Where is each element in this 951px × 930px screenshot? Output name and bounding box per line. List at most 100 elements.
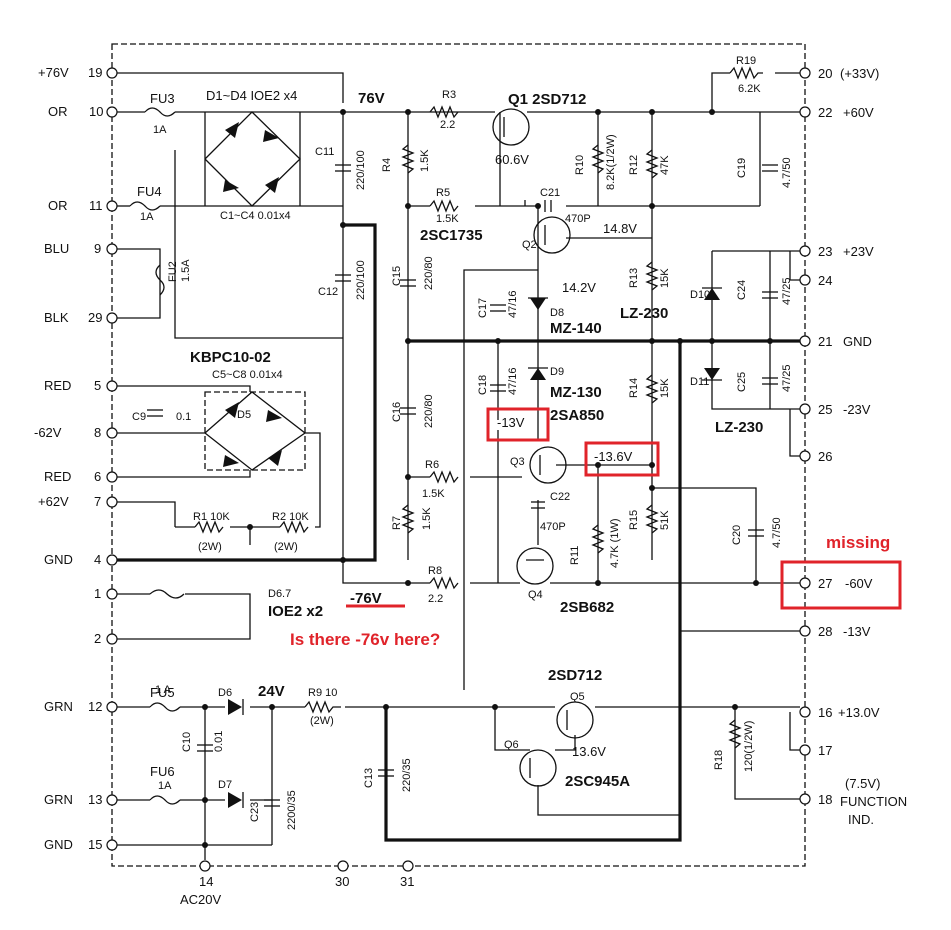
- kbpc-label: KBPC10-02: [190, 349, 271, 366]
- fu3-value: 1A: [153, 124, 167, 136]
- terminal-label-6: RED: [44, 469, 71, 484]
- c24-label: C24: [736, 280, 748, 300]
- resistor-r1: [194, 520, 224, 534]
- terminal-label-16: +13.0V: [838, 705, 880, 720]
- c23-value: 2200/35: [286, 790, 298, 830]
- r14-label: R14: [628, 378, 640, 398]
- terminal-label-21: GND: [843, 334, 872, 349]
- terminal-pin-14: 14: [199, 874, 213, 889]
- r4-value: 1.5K: [419, 149, 431, 172]
- r9-label: R9 10: [308, 687, 337, 699]
- terminal-pin-4: 4: [94, 552, 101, 567]
- resistor-r19: [729, 66, 763, 80]
- r15-label: R15: [628, 510, 640, 530]
- annotations: missing Is there -76v here?: [290, 407, 902, 649]
- c19-label: C19: [736, 158, 748, 178]
- terminal-pin-12: 12: [88, 699, 102, 714]
- q6-label: Q6: [504, 739, 519, 751]
- c15-value: 220/80: [423, 256, 435, 290]
- terminal-pin-29: 29: [88, 310, 102, 325]
- r8-value: 2.2: [428, 593, 443, 605]
- terminal-label-13: GRN: [44, 792, 73, 807]
- resistor-r4: [401, 144, 415, 174]
- component-symbols: [129, 66, 778, 808]
- c18-value: 47/16: [507, 367, 519, 395]
- terminal-label-27: -60V: [845, 576, 873, 591]
- fuse-fu3: [144, 107, 176, 117]
- diode-d1: [225, 122, 239, 138]
- right-terminals: 20 (+33V) 22 +60V 23 +23V 24 21 GND 25 -…: [799, 66, 907, 827]
- terminal-pin-7: 7: [94, 494, 101, 509]
- c22-value: 470P: [540, 521, 566, 533]
- d8-label: D8: [550, 307, 564, 319]
- terminal-label-9: BLU: [44, 241, 69, 256]
- resistor-r15: [645, 504, 659, 534]
- q3-type: 2SA850: [550, 407, 604, 424]
- fu2-value: 1.5A: [180, 259, 192, 282]
- r2-watt: (2W): [274, 541, 298, 553]
- terminal-pin-8: 8: [94, 425, 101, 440]
- resistor-r14: [645, 374, 659, 404]
- d9-type: MZ-130: [550, 384, 602, 401]
- c21-label: C21: [540, 187, 560, 199]
- r12-value: 47K: [659, 155, 671, 175]
- terminal-pin-25: 25: [818, 402, 832, 417]
- 14-8v-label: 14.8V: [603, 221, 637, 236]
- c10-label: C10: [181, 732, 193, 752]
- terminal-pin-9: 9: [94, 241, 101, 256]
- terminal-label-4: GND: [44, 552, 73, 567]
- diode-d4: [265, 177, 279, 193]
- terminal-label-12: GRN: [44, 699, 73, 714]
- resistor-r12: [645, 149, 659, 179]
- r8-label: R8: [428, 565, 442, 577]
- r5-value: 1.5K: [436, 213, 459, 225]
- resistor-r13: [645, 261, 659, 291]
- c24-value: 47/25: [781, 277, 793, 305]
- terminal-pin-31: 31: [400, 874, 414, 889]
- left-terminal-circles: [106, 67, 118, 851]
- resistor-r6: [429, 470, 459, 484]
- q5-label: Q5: [570, 691, 585, 703]
- terminal-pin-19: 19: [88, 65, 102, 80]
- resistor-r2: [279, 520, 309, 534]
- minus-76v-label: -76V: [350, 590, 382, 607]
- 76v-label: 76V: [358, 90, 385, 107]
- d7-label: D7: [218, 779, 232, 791]
- annotation-box-minus-13v: [486, 407, 550, 442]
- resistor-r8: [429, 576, 459, 590]
- c19-value: 4.7/50: [781, 157, 793, 188]
- terminal-pin-5: 5: [94, 378, 101, 393]
- terminal-label-5: RED: [44, 378, 71, 393]
- terminal-pin-18: 18: [818, 792, 832, 807]
- annotation-box-minus-13-6v: [584, 441, 660, 477]
- r18-label: R18: [713, 750, 725, 770]
- resistor-r9: [304, 700, 341, 714]
- resistor-r5: [429, 199, 459, 213]
- c12-value: 220/100: [355, 260, 367, 300]
- wiring: [117, 72, 800, 860]
- 13-6v-label: 13.6V: [572, 744, 606, 759]
- resistor-r10: [591, 144, 605, 174]
- d8-type: MZ-140: [550, 320, 602, 337]
- fuse-fu2: [155, 264, 165, 296]
- c11-value: 220/100: [355, 150, 367, 190]
- r13-label: R13: [628, 268, 640, 288]
- q4-label: Q4: [528, 589, 543, 601]
- r1-watt: (2W): [198, 541, 222, 553]
- d10-label: D10: [690, 289, 710, 301]
- transistor-q3: [529, 446, 567, 484]
- terminal-label-28: -13V: [843, 624, 871, 639]
- annotation-question: Is there -76v here?: [290, 630, 440, 649]
- terminal-pin-1: 1: [94, 586, 101, 601]
- resistor-r3: [429, 105, 459, 119]
- annotation-box-minus-60v: [780, 560, 902, 610]
- q4-type: 2SB682: [560, 599, 614, 616]
- r2-label: R2 10K: [272, 511, 309, 523]
- terminal-pin-16: 16: [818, 705, 832, 720]
- r12-label: R12: [628, 155, 640, 175]
- c20-label: C20: [731, 525, 743, 545]
- c9-label: C9: [132, 411, 146, 423]
- c16-value: 220/80: [423, 394, 435, 428]
